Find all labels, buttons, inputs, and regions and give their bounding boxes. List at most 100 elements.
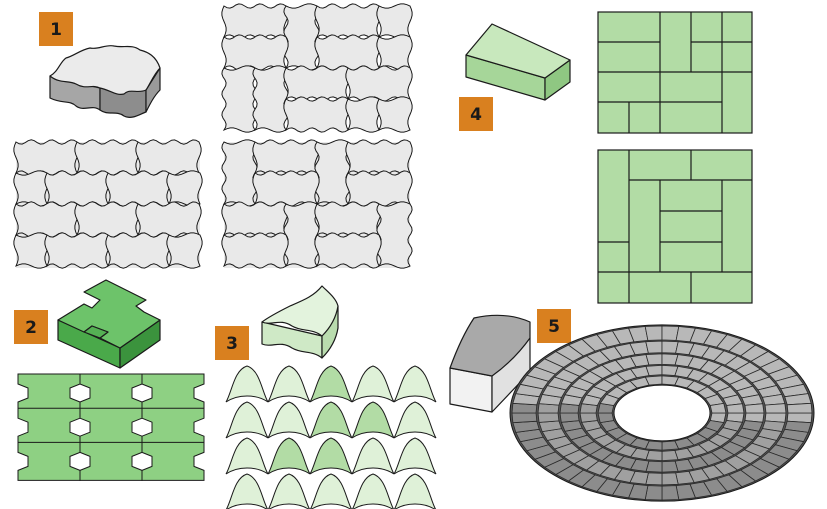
- scallop-paver: [310, 402, 352, 438]
- scallop-paver: [310, 474, 352, 509]
- wavy-paver: [377, 202, 412, 268]
- ring-paver: [538, 413, 559, 422]
- wavy-paver: [75, 202, 140, 237]
- ring-paver: [662, 461, 678, 472]
- circle-center: [614, 385, 710, 441]
- badge-5-label: 5: [548, 317, 560, 337]
- badge-4-label: 4: [470, 105, 482, 125]
- i-shaped-paver-3d: [58, 280, 160, 368]
- i-paver: [80, 408, 142, 446]
- ring-paver: [765, 404, 786, 413]
- ring-paver: [727, 404, 744, 413]
- ring-paver: [745, 404, 764, 413]
- ring-paver: [646, 341, 662, 353]
- ring-paver: [580, 413, 597, 422]
- rectangular-paver-pattern-basket: [598, 12, 752, 133]
- wavy-paver: [315, 233, 381, 268]
- wavy-paver: [377, 35, 412, 70]
- scallop-paver: [394, 474, 436, 509]
- wavy-paver: [14, 140, 79, 175]
- wavy-paver: [136, 202, 201, 237]
- wavy-paver: [377, 4, 412, 39]
- i-paver: [80, 442, 142, 480]
- ring-paver: [662, 473, 678, 485]
- wavy-paver: [346, 140, 412, 175]
- i-paver: [142, 374, 204, 412]
- wavy-paver: [284, 202, 319, 268]
- wavy-paver: [284, 66, 350, 101]
- ring-paver: [662, 486, 679, 500]
- wavy-paver: [45, 171, 110, 206]
- wavy-paver: [346, 171, 412, 206]
- wavy-paver: [106, 171, 171, 206]
- scallop-paver: [268, 474, 310, 509]
- ring-paver: [645, 326, 662, 340]
- wavy-paver: [222, 66, 257, 132]
- ring-paver: [598, 413, 614, 423]
- wavy-paver: [222, 202, 288, 237]
- scallop-paver: [268, 438, 310, 474]
- i-shaped-paver-pattern: [18, 374, 204, 480]
- scallop-paver: [310, 438, 352, 474]
- ring-paver: [560, 413, 579, 422]
- scallop-paver: [352, 366, 394, 402]
- scallop-paver: [268, 366, 310, 402]
- ring-paver: [646, 354, 662, 365]
- scallop-paver: [394, 366, 436, 402]
- wavy-paver: [222, 140, 257, 206]
- ring-paver: [787, 403, 812, 413]
- badge-2-label: 2: [25, 318, 37, 338]
- wavy-paver: [14, 171, 49, 206]
- wavy-paver: [14, 202, 79, 237]
- wavy-paver: [222, 4, 288, 39]
- scallop-paver: [352, 438, 394, 474]
- scallop-paver: [226, 438, 268, 474]
- wavy-paver: [346, 97, 381, 132]
- rectangular-paver-3d: [466, 24, 570, 100]
- scallop-paver-pattern: [226, 366, 436, 509]
- wavy-paver: [315, 140, 350, 206]
- ring-paver: [710, 403, 726, 413]
- wavy-paver: [167, 171, 202, 206]
- wavy-paver: [315, 35, 381, 70]
- scallop-paver: [226, 366, 268, 402]
- wavy-paver-pattern-basket-weave: [222, 140, 412, 268]
- rectangular-paver-pattern-pinwheel: [598, 150, 752, 303]
- wavy-paver: [136, 140, 201, 175]
- wavy-paver: [253, 66, 288, 132]
- wavy-paver: [315, 202, 381, 237]
- scallop-paver: [268, 402, 310, 438]
- scallop-paver: [226, 474, 268, 509]
- wavy-paver: [253, 171, 319, 206]
- i-paver: [18, 374, 80, 412]
- ring-paver: [646, 365, 662, 375]
- badge-3: 3: [215, 326, 249, 360]
- wavy-paver: [75, 140, 140, 175]
- wavy-paver-pattern-stretcher-bond: [14, 140, 202, 268]
- wavy-paver: [106, 233, 171, 268]
- badge-1-label: 1: [50, 20, 62, 40]
- wavy-paver: [45, 233, 110, 268]
- scallop-paver: [352, 474, 394, 509]
- scallop-paver: [226, 402, 268, 438]
- wavy-paver: [284, 97, 350, 132]
- badge-2: 2: [14, 310, 48, 344]
- wavy-paver: [222, 35, 288, 70]
- wavy-paver: [222, 233, 288, 268]
- badge-5: 5: [537, 309, 571, 343]
- i-paver: [80, 374, 142, 412]
- circular-paving-pattern: [510, 325, 814, 501]
- scallop-paver-3d: [262, 286, 338, 358]
- ring-paver: [512, 413, 537, 423]
- i-paver: [142, 408, 204, 446]
- wavy-paver-pattern-herringbone: [222, 4, 412, 132]
- i-paver: [142, 442, 204, 480]
- wavy-paver: [377, 97, 412, 132]
- badge-3-label: 3: [226, 334, 238, 354]
- i-paver: [18, 408, 80, 446]
- wavy-paver: [253, 140, 319, 175]
- wavy-paver-3d: [50, 46, 160, 118]
- wavy-paver: [284, 4, 319, 70]
